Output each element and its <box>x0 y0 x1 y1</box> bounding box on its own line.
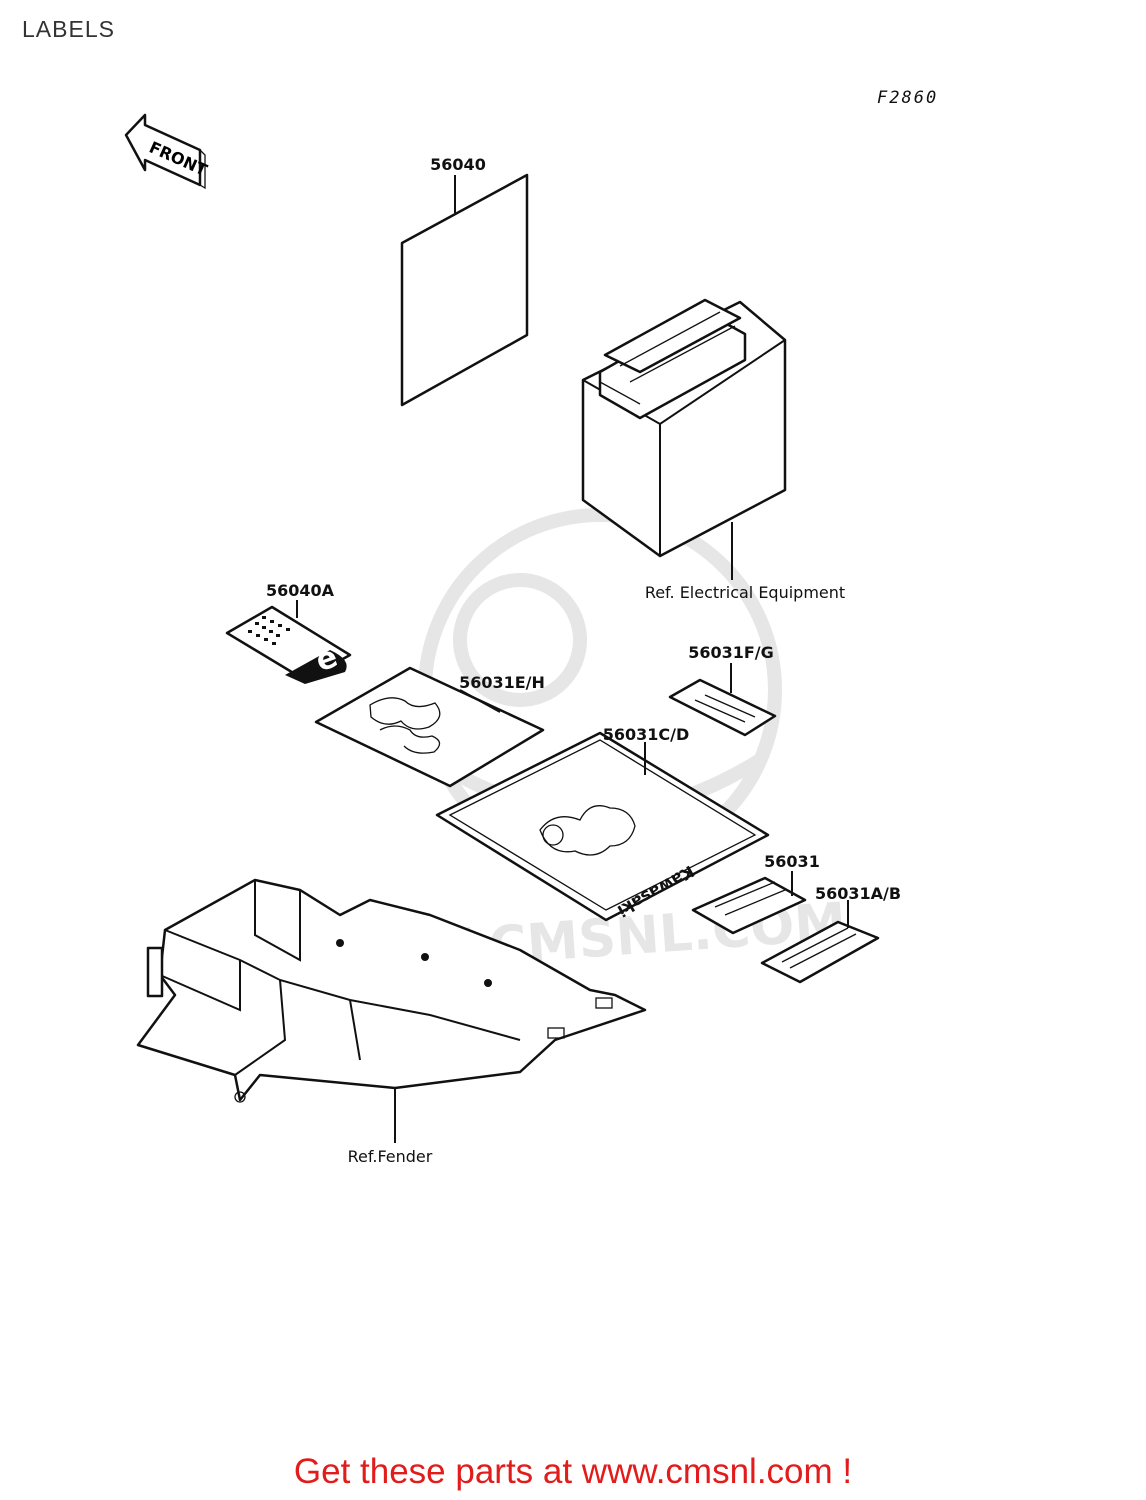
page-title: LABELS <box>22 16 115 42</box>
label-56031ab: 56031A/B <box>760 884 901 984</box>
part-number-56040: 56040 <box>430 155 486 174</box>
ref-fender: Ref.Fender <box>348 1147 433 1166</box>
part-number-56031ab: 56031A/B <box>815 884 901 903</box>
battery: Ref. Electrical Equipment <box>581 298 845 602</box>
label-56031: 56031 <box>691 852 820 935</box>
front-arrow-icon: FRONT <box>124 113 210 190</box>
part-number-56031eh: 56031E/H <box>459 673 545 692</box>
label-56031fg: 56031F/G <box>668 643 777 737</box>
promo-link[interactable]: Get these parts at www.cmsnl.com ! <box>293 1452 853 1491</box>
part-number-56031fg: 56031F/G <box>688 643 774 662</box>
part-number-56031cd: 56031C/D <box>603 725 690 744</box>
label-56040a: e 56040A <box>225 581 352 684</box>
ref-electrical-equipment: Ref. Electrical Equipment <box>645 583 845 602</box>
part-number-56031: 56031 <box>764 852 820 871</box>
label-56031eh: 56031E/H <box>314 666 545 788</box>
label-sheet-56040: 56040 <box>400 155 529 407</box>
figure-code: F2860 <box>877 88 939 108</box>
part-number-56040a: 56040A <box>266 581 335 600</box>
rear-fender: Ref.Fender <box>136 878 647 1166</box>
